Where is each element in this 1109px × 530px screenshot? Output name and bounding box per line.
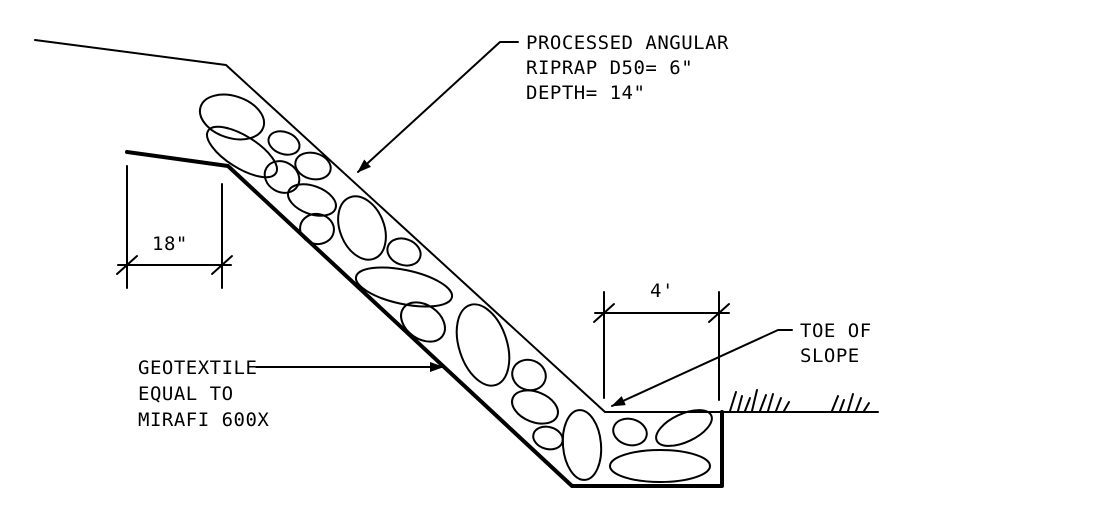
toe-leader-arrow	[611, 329, 793, 407]
riprap-stone	[263, 160, 301, 194]
geotextile-subgrade	[125, 150, 724, 488]
dimension-tick	[593, 303, 615, 323]
riprap-stone	[612, 417, 648, 447]
dimension-label-4ft: 4'	[650, 280, 674, 302]
geotextile-line	[125, 150, 724, 488]
riprap-stone	[354, 266, 454, 308]
dimension-tick	[116, 255, 138, 275]
riprap-stone	[294, 151, 332, 181]
dimension-4ft	[593, 291, 730, 401]
riprap-stone	[655, 409, 713, 447]
riprap-stone	[386, 237, 422, 267]
riprap-stone	[455, 303, 511, 387]
riprap-stone	[511, 389, 559, 425]
riprap-leader-arrow	[357, 41, 519, 173]
riprap-label-line2: RIPRAP D50= 6"	[526, 57, 693, 79]
riprap-stone	[337, 195, 387, 261]
toe-label-line2: SLOPE	[800, 345, 860, 367]
grass-tuft	[729, 389, 790, 412]
dimension-label-18in: 18"	[152, 233, 188, 255]
geotextile-label-line3: MIRAFI 600X	[138, 409, 269, 431]
riprap-stone	[287, 183, 337, 217]
geotextile-label-line2: EQUAL TO	[138, 383, 234, 405]
dimension-tick	[708, 303, 730, 323]
riprap-stone	[267, 130, 301, 156]
riprap-stone	[400, 301, 446, 343]
riprap-stone	[532, 425, 564, 451]
grass-tuft	[831, 393, 870, 412]
upper-ground-line	[34, 39, 879, 413]
riprap-stone	[561, 409, 603, 481]
riprap-stones	[198, 93, 713, 483]
dimension-18in	[116, 165, 233, 289]
riprap-stone	[511, 358, 547, 392]
grass-tufts	[729, 389, 870, 412]
riprap-stone	[299, 212, 335, 246]
riprap-label-line1: PROCESSED ANGULAR	[526, 32, 729, 54]
geotextile-label-line1: GEOTEXTILE	[138, 357, 257, 379]
dimension-tick	[211, 255, 233, 275]
riprap-stone	[206, 125, 278, 179]
ground-surface-lines	[34, 39, 879, 413]
riprap-stone	[609, 449, 711, 483]
riprap-stone	[198, 93, 266, 141]
riprap-label-line3: DEPTH= 14"	[526, 82, 645, 104]
toe-label-line1: TOE OF	[800, 320, 872, 342]
